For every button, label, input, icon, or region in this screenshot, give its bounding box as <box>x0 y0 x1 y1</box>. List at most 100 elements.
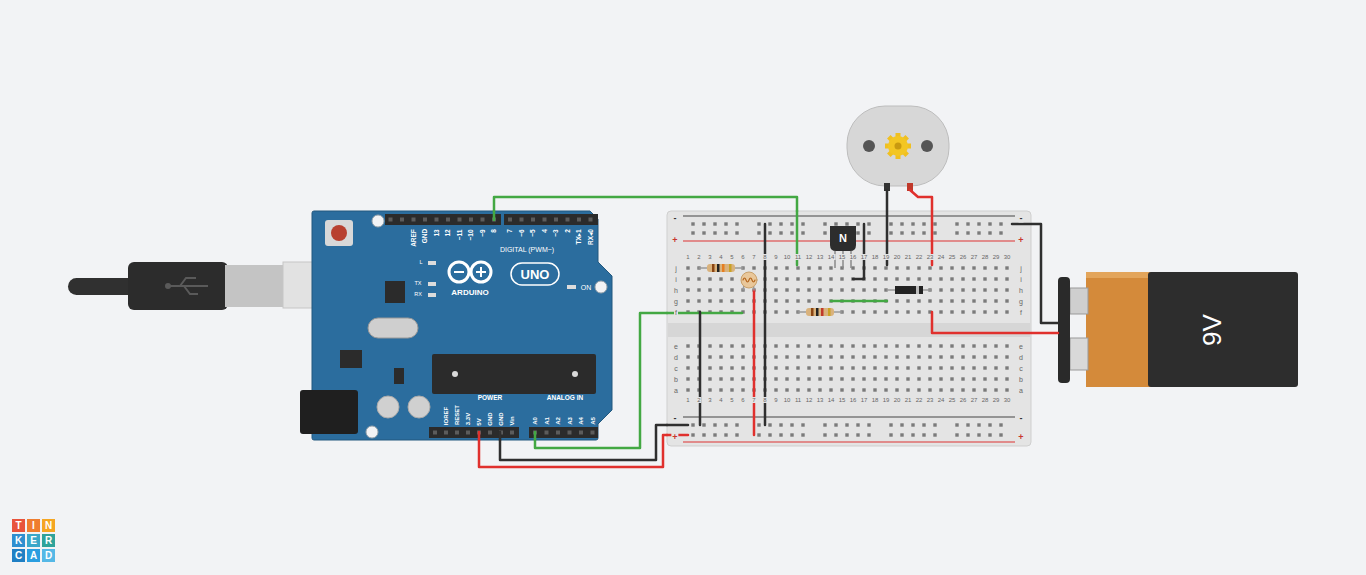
breadboard-hole <box>686 299 689 302</box>
battery-terminal <box>1070 288 1088 314</box>
logo-letter: A <box>30 551 37 561</box>
photoresistor-symbol <box>741 272 757 288</box>
breadboard-hole <box>928 355 931 358</box>
rail-hole <box>823 423 826 426</box>
breadboard-hole <box>884 310 887 313</box>
breadboard-hole <box>917 299 920 302</box>
led <box>567 285 576 289</box>
led <box>428 261 436 265</box>
rail-hole <box>955 231 958 234</box>
header-hole <box>389 218 393 222</box>
logo-square <box>42 534 55 547</box>
led-label: RX <box>414 292 422 298</box>
battery-voltage: 9V <box>1199 314 1225 346</box>
rail-hole <box>922 231 925 234</box>
column-number: 18 <box>871 254 880 260</box>
breadboard-hole <box>829 377 832 380</box>
logo-ring <box>471 262 491 282</box>
breadboard-hole <box>873 277 876 280</box>
breadboard-hole <box>697 388 700 391</box>
breadboard-hole <box>807 310 810 313</box>
logo-square <box>27 519 40 532</box>
rail-hole <box>768 222 771 225</box>
breadboard-hole <box>873 366 876 369</box>
row-letter: f <box>1019 309 1023 316</box>
header-hole <box>533 431 537 435</box>
breadboard-hole <box>818 277 821 280</box>
breadboard-hole <box>862 310 865 313</box>
breadboard-hole <box>708 277 711 280</box>
breadboard-hole <box>950 355 953 358</box>
breadboard-hole <box>763 377 766 380</box>
breadboard-hole <box>818 299 821 302</box>
breadboard-hole <box>719 277 722 280</box>
breadboard-hole <box>939 299 942 302</box>
breadboard-hole <box>939 277 942 280</box>
breadboard-hole <box>972 299 975 302</box>
breadboard-hole <box>785 299 788 302</box>
rail-hole <box>834 433 837 436</box>
breadboard-hole <box>917 377 920 380</box>
breadboard-hole <box>829 288 832 291</box>
breadboard-hole <box>939 377 942 380</box>
breadboard-hole <box>840 366 843 369</box>
column-number: 26 <box>959 254 968 260</box>
breadboard-hole <box>719 366 722 369</box>
breadboard-hole <box>730 388 733 391</box>
capacitor <box>408 396 430 418</box>
rail-hole <box>977 222 980 225</box>
column-number: 29 <box>992 397 1001 403</box>
rail-hole <box>999 222 1002 225</box>
rail-hole <box>757 231 760 234</box>
breadboard-hole <box>719 355 722 358</box>
row-letter: h <box>673 287 679 294</box>
breadboard-hole <box>686 310 689 313</box>
breadboard-hole <box>950 277 953 280</box>
pin-header <box>504 214 598 225</box>
jumper-wire <box>494 197 797 211</box>
rail-hole <box>867 423 870 426</box>
breadboard-hole <box>840 299 843 302</box>
logo-letter: K <box>15 536 22 546</box>
breadboard-hole <box>697 277 700 280</box>
breadboard-hole <box>763 266 766 269</box>
rail-hole <box>790 433 793 436</box>
column-number: 10 <box>783 254 792 260</box>
breadboard-hole <box>917 277 920 280</box>
breadboard-hole <box>774 377 777 380</box>
breadboard-hole <box>972 310 975 313</box>
breadboard-hole <box>763 388 766 391</box>
column-number: 15 <box>838 397 847 403</box>
breadboard-hole <box>939 355 942 358</box>
row-letter: i <box>674 276 678 283</box>
column-number: 20 <box>893 397 902 403</box>
breadboard-hole <box>895 388 898 391</box>
breadboard-hole <box>807 344 810 347</box>
breadboard-drawing <box>667 211 1031 446</box>
column-number: 21 <box>904 254 913 260</box>
battery-terminal <box>1070 338 1088 370</box>
breadboard-hole <box>840 344 843 347</box>
breadboard-hole <box>1005 366 1008 369</box>
breadboard-hole <box>851 377 854 380</box>
pin-label: ~5 <box>530 229 537 236</box>
breadboard-hole <box>983 277 986 280</box>
breadboard-hole <box>774 299 777 302</box>
breadboard-hole <box>851 277 854 280</box>
breadboard-hole <box>741 310 744 313</box>
breadboard-hole <box>818 288 821 291</box>
led-label: TX <box>414 281 421 287</box>
resistor-band <box>729 264 732 272</box>
rail-hole <box>911 222 914 225</box>
column-number: 19 <box>882 397 891 403</box>
column-number: 12 <box>805 397 814 403</box>
breadboard-hole <box>719 299 722 302</box>
battery-9v-drawing <box>1058 272 1298 387</box>
breadboard-hole <box>972 366 975 369</box>
column-number: 26 <box>959 397 968 403</box>
rail-hole <box>856 423 859 426</box>
breadboard-hole <box>763 277 766 280</box>
breadboard-hole <box>774 355 777 358</box>
pin-label: TX▸1 <box>576 229 583 244</box>
pin-label: A4 <box>578 417 584 425</box>
